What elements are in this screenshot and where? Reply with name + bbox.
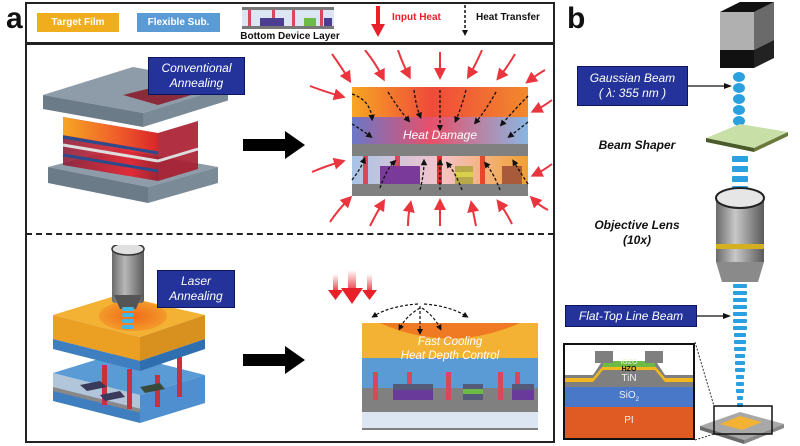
legend-bottom-device-layer: Bottom Device Layer <box>240 31 340 42</box>
gaussian-beam-line2: ( λ: 355 nm ) <box>598 86 667 100</box>
gaussian-beam-line1: Gaussian Beam <box>589 71 676 85</box>
panel-a-frame <box>25 43 555 443</box>
gaussian-beam-label: Gaussian Beam ( λ: 355 nm ) <box>577 66 688 106</box>
laser-label-line2: Annealing <box>169 289 223 303</box>
arrow-right-icon <box>243 346 305 374</box>
layer-tin: TiN <box>621 373 637 384</box>
input-heat-arrow-icon <box>371 6 385 37</box>
legend-target-film: Target Film <box>37 13 119 32</box>
fast-cooling-line1: Fast Cooling <box>417 336 483 348</box>
pointer-arrow-icon <box>688 83 732 89</box>
pointer-arrow-icon <box>697 313 731 319</box>
conventional-annealing-label: Conventional Annealing <box>148 57 245 95</box>
panel-a-letter: a <box>6 2 23 35</box>
objective-lens-line2: (10x) <box>622 233 651 247</box>
heat-damage-cross-section <box>309 50 553 227</box>
section-divider <box>26 233 554 235</box>
legend-flexible-sub: Flexible Sub. <box>137 13 220 32</box>
legend-input-heat: Input Heat <box>392 12 441 23</box>
zoom-callout-lines <box>694 341 715 441</box>
conventional-annealing-block <box>43 67 228 203</box>
layer-igzo: IGZO <box>620 359 638 366</box>
fast-cooling-line2: Heat Depth Control <box>400 350 500 362</box>
beam-shaper-label: Beam Shaper <box>598 138 676 152</box>
optical-train <box>700 2 788 444</box>
layer-sio2: SiO2 <box>618 390 639 403</box>
fast-cooling-details <box>362 303 538 412</box>
objective-lens-label: Objective Lens (10x) <box>578 218 696 248</box>
laser-annealing-block <box>53 245 205 423</box>
layer-hzo: HZO <box>621 366 637 373</box>
heat-damage-label: Heat Damage <box>402 128 478 142</box>
conventional-label-line2: Annealing <box>169 76 224 90</box>
layer-pi: PI <box>624 415 634 426</box>
fast-cooling-label: Fast Cooling Heat Depth Control <box>362 335 538 363</box>
heat-transfer-arrow-icon <box>462 5 468 36</box>
legend-heat-transfer: Heat Transfer <box>476 12 540 23</box>
laser-label-line1: Laser <box>180 274 212 288</box>
conventional-label-line1: Conventional <box>161 61 232 75</box>
device-stack-layers <box>565 351 693 438</box>
laser-annealing-label: Laser Annealing <box>157 270 235 308</box>
device-stack-inset: IGZO HZO TiN SiO2 PI <box>563 343 695 440</box>
objective-lens-line1: Objective Lens <box>594 218 680 232</box>
bottom-device-layer-icon <box>242 7 334 29</box>
panel-b-letter: b <box>567 2 586 35</box>
arrow-right-icon <box>243 131 305 159</box>
flat-top-line-beam-label: Flat-Top Line Beam <box>565 305 697 327</box>
